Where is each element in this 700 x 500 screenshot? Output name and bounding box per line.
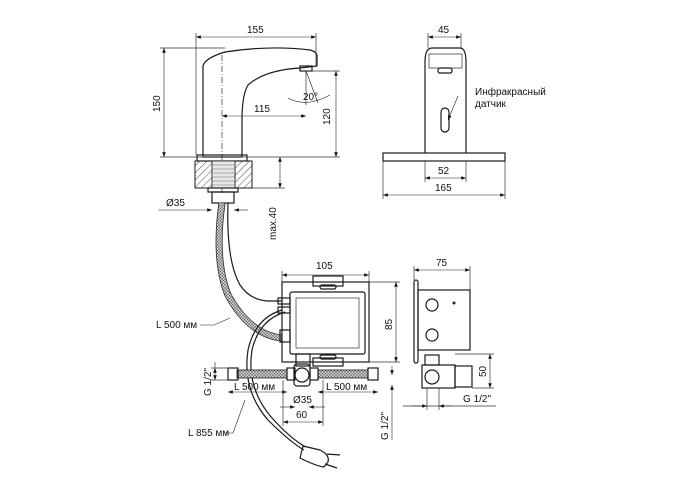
- side-inlet: [454, 365, 473, 388]
- control-box-side-view: 75 50 G 1/2": [403, 258, 496, 410]
- faucet-front-view: Инфракрасный датчик 45 52 165: [382, 25, 546, 199]
- dim-diameter-label: Ø35: [166, 198, 185, 209]
- side-cover-plate: [413, 279, 419, 364]
- power-cable-label: L 855 мм: [188, 428, 229, 439]
- power-cable: [246, 309, 305, 451]
- sensor-wire: [227, 202, 282, 302]
- sensor-hose: [216, 202, 283, 341]
- ir-sensor-window: [440, 107, 450, 133]
- faucet-front-body: [424, 47, 467, 153]
- washer: [207, 187, 239, 193]
- sensor-hose-label: L 500 мм: [156, 320, 197, 331]
- dim-width-label: 155: [247, 25, 264, 36]
- side-port-1: [425, 298, 439, 312]
- sensor-leader: [447, 95, 459, 121]
- aerator-front: [437, 67, 453, 74]
- angle-arc: [287, 94, 331, 103]
- dim-valve-spacing-label: 60: [296, 410, 308, 421]
- dim-box-width-label: 105: [316, 261, 333, 272]
- sensor-hose-leader: [200, 317, 231, 326]
- control-box-front-view: 105 85 G 1/2" L 500 мм L 500 мм Ø35 60 G…: [203, 261, 400, 440]
- dim-head-width-label: 45: [438, 25, 450, 36]
- dim-thread-left-label: G 1/2": [203, 368, 214, 396]
- cable-gland-3: [279, 329, 291, 343]
- nut: [211, 191, 235, 204]
- dim-height-label: 150: [152, 95, 163, 112]
- mounting-frame: [281, 281, 370, 363]
- base-plate: [382, 152, 506, 162]
- dim-reach-label: 115: [254, 104, 270, 115]
- side-box: [417, 289, 471, 351]
- angle-label: 20°: [303, 92, 318, 103]
- valve-stem: [295, 353, 311, 367]
- dim-max-thickness-label: max.40: [268, 207, 279, 240]
- dim-thread-bottom-label: G 1/2": [380, 412, 391, 440]
- mount-hatch-left: [194, 160, 213, 189]
- cable-gland-2: [277, 306, 291, 314]
- faucet-side-view: 155 150 115 120 20° Ø35 max.40: [152, 25, 340, 240]
- control-box: [289, 291, 366, 355]
- power-plug: [299, 445, 329, 468]
- cable-gland-1: [277, 297, 291, 305]
- valve-circle: [294, 367, 310, 383]
- dim-plate-width-label: 165: [435, 183, 452, 194]
- dim-hose-left-label: L 500 мм: [234, 382, 275, 393]
- hose-left: [236, 369, 288, 379]
- solenoid-valve: [293, 363, 311, 387]
- dim-valve-diameter-label: Ø35: [293, 395, 312, 406]
- control-box-cover: [295, 297, 360, 349]
- sensor-label-1: Инфракрасный: [475, 86, 546, 98]
- dim-hose-right-label: L 500 мм: [326, 382, 367, 393]
- dim-body-width-label: 52: [438, 166, 450, 177]
- fitting-right: [367, 367, 379, 381]
- faucet-body: [202, 47, 318, 158]
- mount-hatch-right: [234, 160, 253, 189]
- sensor-label-2: датчик: [475, 99, 507, 110]
- power-cable-leader: [225, 399, 246, 434]
- fitting-left: [227, 367, 239, 381]
- dim-box-height-label: 85: [384, 318, 395, 330]
- dim-spout-height-label: 120: [322, 108, 333, 125]
- dim-inlet-height-label: 50: [478, 365, 489, 377]
- dim-side-thread-label: G 1/2": [463, 394, 491, 405]
- hose-right: [317, 369, 369, 379]
- dim-depth-label: 75: [436, 258, 448, 269]
- bracket-bottom: [312, 357, 344, 367]
- cables: L 500 мм L 855 мм: [156, 202, 341, 469]
- side-port-2: [425, 328, 439, 342]
- side-stem: [424, 354, 440, 366]
